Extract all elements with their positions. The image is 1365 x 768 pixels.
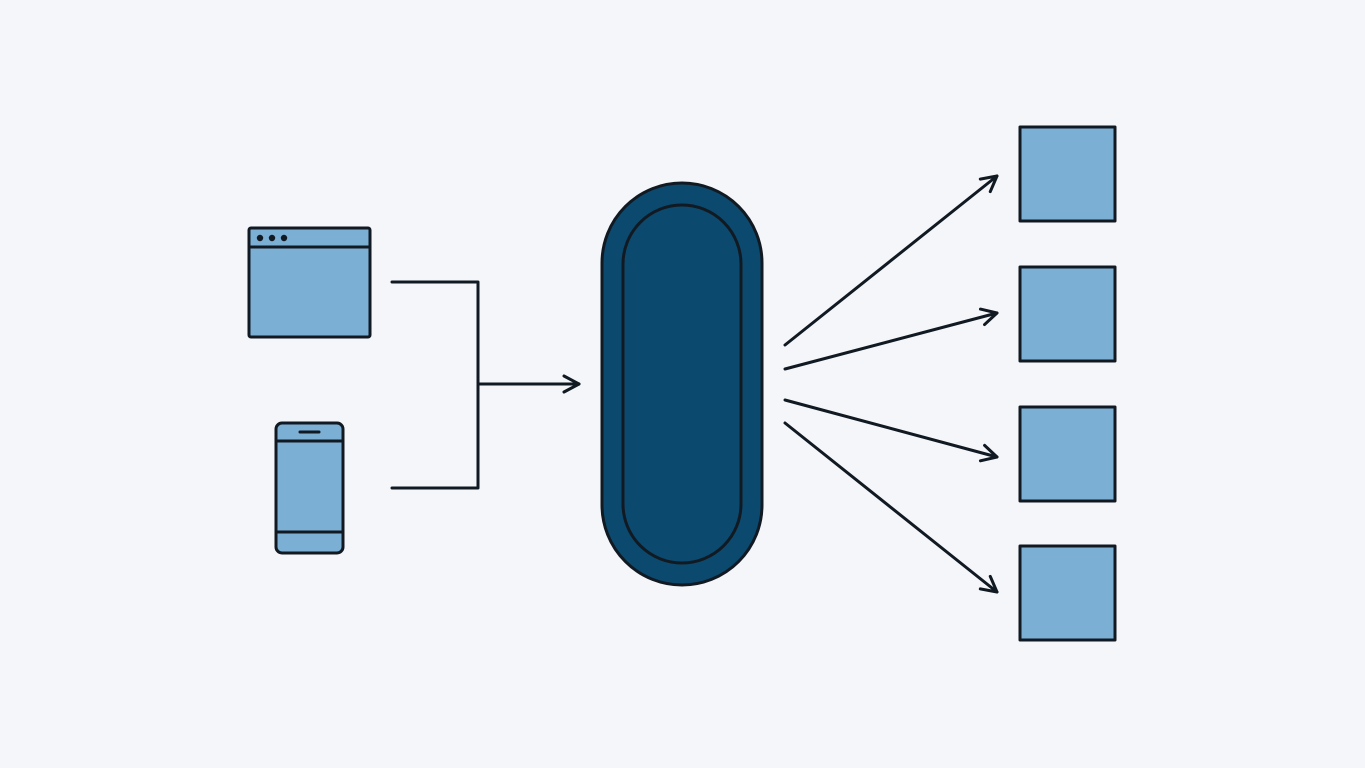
service-box-3 [1018,405,1117,503]
browser-window-icon [247,226,372,339]
browser-dot-3 [280,234,288,242]
browser-dot-2 [268,234,276,242]
browser-window-frame [247,226,372,339]
fan-out-arrows [783,174,999,594]
service-box-4 [1018,544,1117,642]
gateway-inner-capsule [621,203,743,565]
client-merge-connector [390,280,581,490]
arrow-to-service-3 [783,398,999,463]
service-box-2 [1018,265,1117,363]
service-boxes [1018,125,1117,642]
arrow-to-service-4 [783,421,999,594]
gateway-capsule-icon [600,181,764,587]
arrow-to-service-1 [783,174,999,347]
phone-body [274,421,345,555]
browser-dot-1 [256,234,264,242]
service-box-1 [1018,125,1117,223]
browser-connector-line [390,280,480,490]
mobile-phone-icon [274,421,345,555]
arrow-to-service-2 [783,307,999,371]
